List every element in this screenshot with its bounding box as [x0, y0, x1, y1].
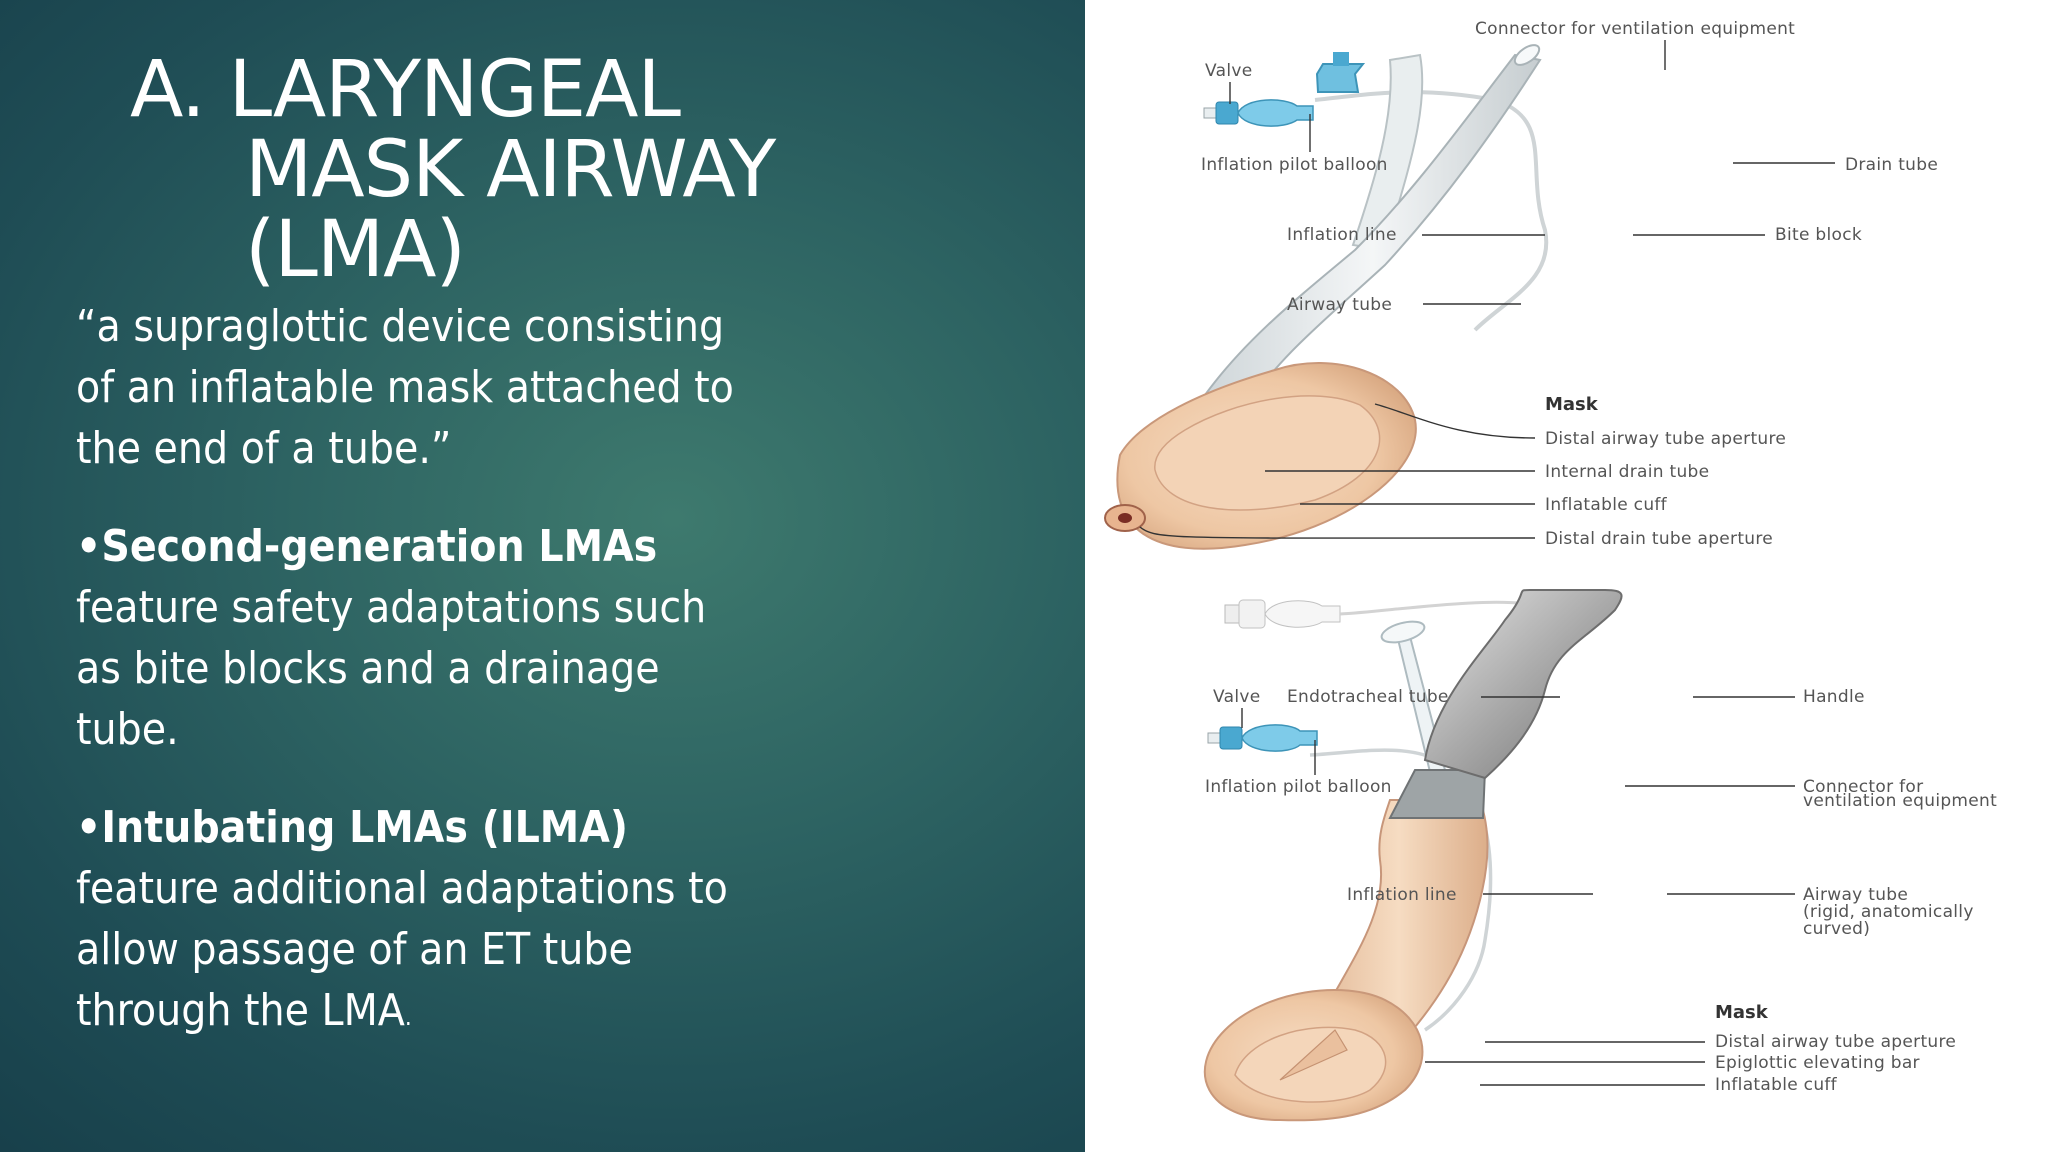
bullet-intubating: •Intubating LMAs (ILMA) feature addition…: [76, 802, 728, 1036]
bottom-pilot-balloon: [1241, 724, 1318, 752]
title-line-3: (LMA): [245, 205, 466, 295]
bottom-connector: [1388, 769, 1487, 819]
label-inflation-pilot-balloon: Inflation pilot balloon: [1201, 155, 1388, 175]
handle: [1423, 589, 1623, 780]
bottom-labels: Valve Endotracheal tube Handle Inflation…: [1205, 687, 1997, 1095]
label-distal-airway-aperture-2: Distal airway tube aperture: [1715, 1032, 1956, 1052]
bullet-marker: •: [76, 521, 102, 572]
title-line-1: A. LARYNGEAL: [130, 45, 681, 135]
drain-tube-opening: [1513, 44, 1541, 66]
label-distal-drain-aperture: Distal drain tube aperture: [1545, 529, 1773, 549]
bullet-marker: •: [76, 802, 102, 853]
label-valve-2: Valve: [1213, 687, 1260, 707]
epiglottic-elevating-bar: [1279, 1029, 1348, 1081]
label-internal-drain-tube: Internal drain tube: [1545, 462, 1709, 482]
label-inflation-pilot-balloon-2: Inflation pilot balloon: [1205, 777, 1392, 797]
top-valve: [1215, 101, 1239, 125]
label-epiglottic-elevating-bar: Epiglottic elevating bar: [1715, 1053, 1920, 1073]
label-airway-tube-2: (rigid, anatomically: [1803, 902, 1974, 922]
label-inflation-line-2: Inflation line: [1347, 885, 1457, 905]
top-labels: Connector for ventilation equipment Valv…: [1139, 19, 1938, 549]
label-distal-airway-aperture: Distal airway tube aperture: [1545, 429, 1786, 449]
title-line-2: MASK AIRWAY: [245, 125, 776, 215]
label-inflation-line: Inflation line: [1287, 225, 1397, 245]
lma-diagram-panel: Connector for ventilation equipment Valv…: [1085, 0, 2048, 1152]
label-handle: Handle: [1803, 687, 1865, 707]
bottom-ilma-illustration: [1203, 589, 1623, 1122]
top-lma-illustration: [1104, 44, 1549, 550]
grey-valve: [1238, 599, 1266, 629]
grey-pilot-balloon: [1264, 600, 1341, 628]
label-airway-tube-1: Airway tube: [1803, 885, 1908, 905]
label-mask-2: Mask: [1715, 1002, 1769, 1023]
label-mask: Mask: [1545, 394, 1599, 415]
top-airway-tube: [1203, 53, 1542, 412]
label-airway-tube: Airway tube: [1287, 295, 1392, 315]
label-inflatable-cuff: Inflatable cuff: [1545, 495, 1668, 515]
slide-title: A. LARYNGEAL MASK AIRWAY (LMA): [130, 50, 776, 295]
label-endotracheal-tube: Endotracheal tube: [1287, 687, 1449, 707]
slide-body: “a supraglottic device consisting of an …: [76, 296, 776, 1048]
top-connector-cap: [1333, 52, 1349, 66]
top-connector: [1315, 63, 1366, 93]
label-connector-ventilation: Connector for ventilation equipment: [1475, 19, 1795, 39]
top-mask-bowl: [1154, 395, 1381, 511]
label-airway-tube-3: curved): [1803, 919, 1870, 939]
bullet-heading: Second-generation LMAs: [101, 521, 658, 572]
bottom-valve: [1219, 726, 1243, 750]
label-bite-block: Bite block: [1775, 225, 1862, 245]
label-connector-1: Connector for: [1803, 777, 1923, 797]
bullet-second-generation: •Second-generation LMAs feature safety a…: [76, 521, 707, 755]
label-drain-tube: Drain tube: [1845, 155, 1938, 175]
lma-diagram: Connector for ventilation equipment Valv…: [1104, 19, 1997, 1122]
top-valve-stub: [1203, 107, 1217, 119]
bullet-heading: Intubating LMAs (ILMA): [101, 802, 628, 853]
left-panel: A. LARYNGEAL MASK AIRWAY (LMA) “a suprag…: [0, 0, 1085, 1152]
top-pilot-balloon: [1237, 99, 1314, 127]
label-valve: Valve: [1205, 61, 1252, 81]
label-connector-2: ventilation equipment: [1803, 791, 1997, 811]
label-inflatable-cuff-2: Inflatable cuff: [1715, 1075, 1838, 1095]
definition-text: “a supraglottic device consisting of an …: [76, 301, 734, 474]
